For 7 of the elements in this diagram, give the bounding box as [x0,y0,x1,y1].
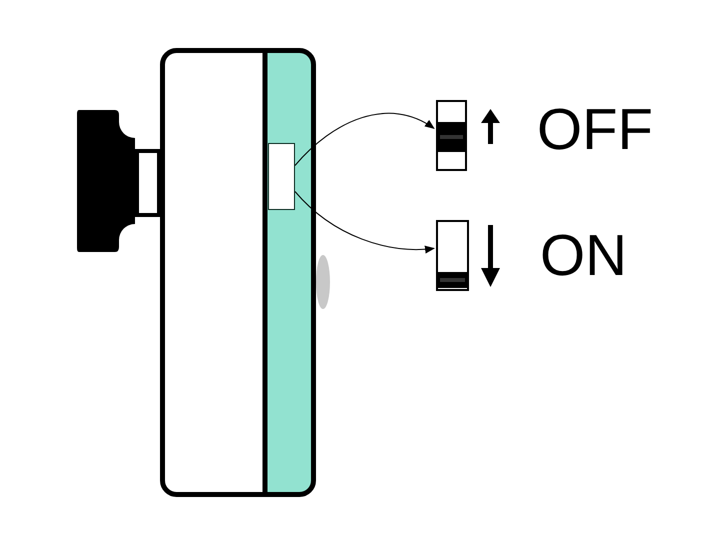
curved-arrow [294,112,435,166]
state-label: OFF [537,101,653,159]
toggle-switch-icon [436,220,469,291]
curved-arrow [294,191,435,254]
switch-slot [268,143,295,210]
state-label: ON [540,227,627,285]
toggle-switch-icon [436,100,467,171]
